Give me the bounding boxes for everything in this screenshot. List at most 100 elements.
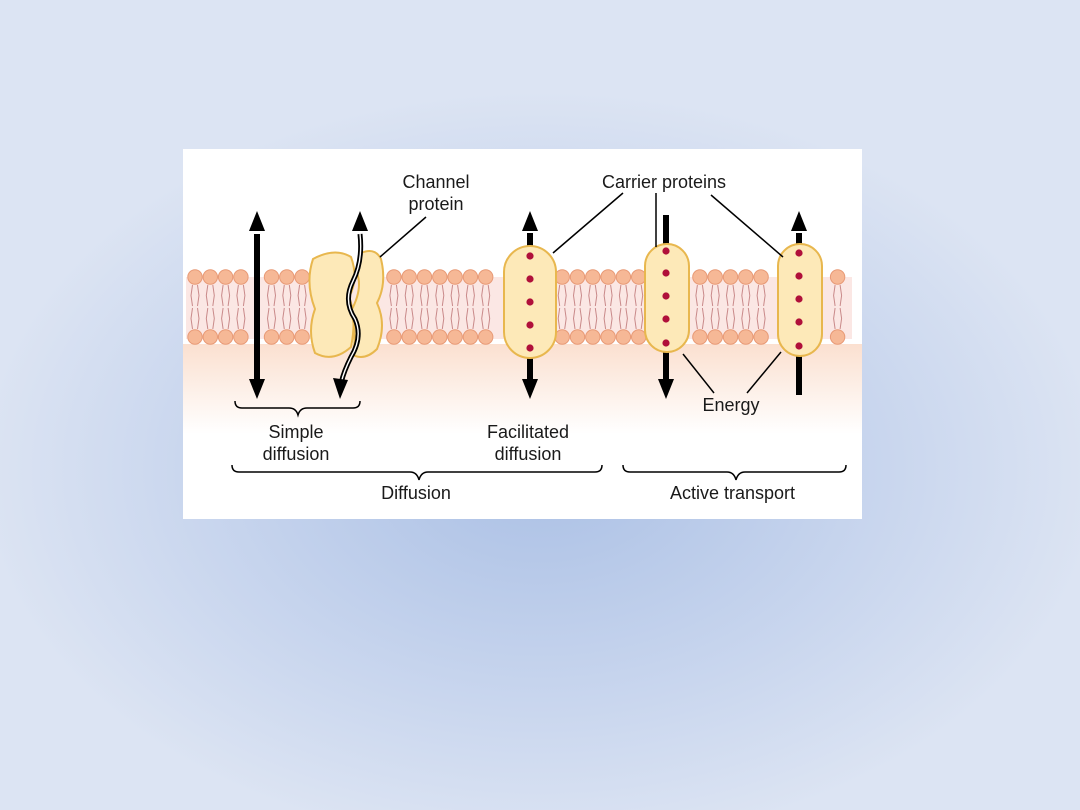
lipid-tail <box>572 307 576 330</box>
lipid-tail <box>763 307 766 330</box>
lipid-tail <box>481 284 484 307</box>
lipid-tail <box>747 307 751 330</box>
carrier-leader-line-3 <box>710 194 784 258</box>
lipid-tail <box>205 284 209 307</box>
channel-protein-label: Channel protein <box>402 172 470 214</box>
carrier-dots-1 <box>526 252 534 352</box>
lipid-head <box>263 329 280 345</box>
lipid-tail <box>481 307 484 330</box>
energy-label: Energy <box>702 395 760 415</box>
lipid-tail <box>227 307 231 330</box>
lipid-tail <box>588 307 591 330</box>
lipid-tail <box>833 307 836 330</box>
lipid-tail <box>701 307 705 330</box>
lipid-tail <box>756 307 760 330</box>
lipid-tail <box>242 307 246 330</box>
lipid-head <box>707 329 723 345</box>
lipid-tail <box>640 307 644 330</box>
carrier-dot <box>795 342 803 350</box>
lipid-tail <box>732 307 736 330</box>
lipid-head <box>386 329 402 345</box>
lipid-tail <box>457 284 460 307</box>
carrier-dot <box>526 298 534 306</box>
lipid-tail <box>242 284 246 307</box>
lipid-tail <box>725 284 729 307</box>
lipid-head <box>217 329 234 345</box>
lipid-tail <box>266 284 270 307</box>
lipid-tail <box>457 307 460 330</box>
lipid-tail <box>304 284 307 307</box>
carrier-dot <box>526 344 534 352</box>
lipid-tail <box>603 307 607 330</box>
lipid-head <box>722 329 739 345</box>
lipid-tail <box>625 284 628 307</box>
lipid-tail <box>426 307 430 330</box>
carrier-dot <box>662 247 670 255</box>
lipid-tail <box>221 284 224 307</box>
lipid-head <box>753 269 769 285</box>
lipid-tail <box>579 307 583 330</box>
channel-protein-left <box>308 251 356 358</box>
lipid-head <box>738 329 754 345</box>
lipid-head <box>447 329 463 345</box>
carrier-dot <box>795 249 803 257</box>
lipid-tail <box>435 307 438 330</box>
lipid-tail <box>572 284 576 307</box>
carrier-dot <box>795 272 803 280</box>
carrier-dot <box>662 339 670 347</box>
lipid-head <box>631 269 647 285</box>
lipid-head <box>478 329 494 345</box>
lipid-tails <box>190 284 843 330</box>
lipid-tail <box>411 307 414 330</box>
simple-diffusion-brace <box>234 400 361 418</box>
lipid-tail <box>640 284 644 307</box>
energy-leader-line-1 <box>682 353 715 394</box>
active-transport-brace <box>622 464 847 481</box>
lipid-tail <box>227 284 231 307</box>
lipid-head <box>462 329 479 345</box>
lipid-tail <box>266 307 270 330</box>
lipid-head <box>386 269 402 285</box>
membrane-diagram <box>183 192 862 481</box>
energy-leader-line-2 <box>746 351 782 394</box>
lipid-head <box>615 269 632 285</box>
lipid-tail <box>450 307 454 330</box>
lipid-tail <box>594 307 598 330</box>
lipid-head <box>829 329 846 345</box>
lipid-tail <box>756 284 760 307</box>
lipid-tail <box>557 284 561 307</box>
lipid-head <box>432 329 448 345</box>
lipid-tail <box>389 284 392 307</box>
carrier-dot <box>795 295 803 303</box>
lipid-head <box>294 329 310 345</box>
lipid-head <box>263 269 280 285</box>
lipid-tail <box>404 307 408 330</box>
lipid-tail <box>465 284 469 307</box>
facilitated-diffusion-label: Facilitated diffusion <box>486 422 570 464</box>
lipid-head <box>615 329 632 345</box>
lipid-tail <box>273 307 277 330</box>
membrane-transport-figure: Channel protein Carrier proteins Energy … <box>183 149 862 519</box>
lipid-tail <box>710 307 714 330</box>
lipid-tail <box>205 307 209 330</box>
lipid-head <box>202 329 218 345</box>
lipid-tail <box>763 284 766 307</box>
lipid-tail <box>717 284 720 307</box>
lipid-tail <box>273 284 277 307</box>
lipid-tail <box>472 307 475 330</box>
carrier-dot <box>662 315 670 323</box>
carrier-dots-2 <box>662 247 670 347</box>
carrier-dot <box>662 292 670 300</box>
lipid-head <box>585 269 601 285</box>
lipid-tail <box>450 284 454 307</box>
lipid-head <box>692 329 708 345</box>
lipid-head <box>554 269 570 285</box>
lipid-tail <box>395 307 399 330</box>
lipid-tail <box>297 307 301 330</box>
lipid-tail <box>625 307 628 330</box>
arrow-head-down <box>658 379 674 399</box>
channel-leader-line <box>379 216 427 258</box>
arrow-head-up <box>791 211 807 231</box>
arrow-head-down <box>249 379 265 399</box>
lipid-tail <box>212 284 215 307</box>
